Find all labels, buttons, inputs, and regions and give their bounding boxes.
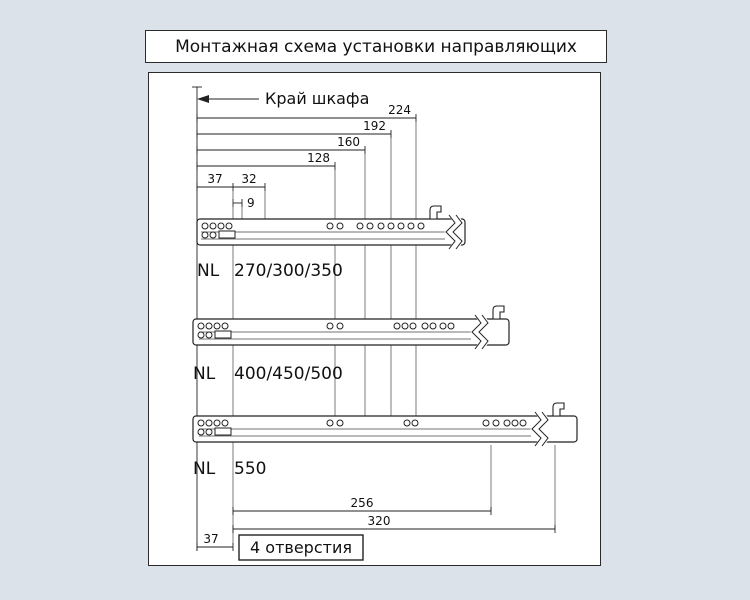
slide-1-holes: [201, 222, 425, 239]
slide-2-break: [470, 312, 491, 352]
dim-37-top-label: 37: [207, 172, 222, 186]
dim-32-label: 32: [241, 172, 256, 186]
projection-lines: [232, 122, 556, 545]
slide-3-break: [530, 409, 551, 449]
diagram-panel: Край шкафа 224 192 160: [148, 72, 601, 566]
dim-160-label: 160: [337, 135, 360, 149]
drawer-slide-3: NL 550: [192, 402, 578, 479]
cabinet-edge-callout: Край шкафа: [197, 89, 369, 108]
bottom-dimensions: 256 320 37: [196, 496, 556, 551]
page-title: Монтажная схема установки направляющих: [175, 36, 577, 57]
drawer-slide-2: NL 400/450/500: [192, 305, 510, 384]
drawer-slide-1: NL 270/300/350: [196, 205, 466, 281]
slide-3-label-sizes: 550: [234, 459, 266, 479]
holes-count-callout: 4 отверстия: [238, 534, 364, 561]
dim-320-label: 320: [368, 514, 391, 528]
slide-1-label-prefix: NL: [197, 261, 220, 281]
left-arrow-icon: [197, 95, 209, 103]
dim-192-label: 192: [363, 119, 386, 133]
slide-3-holes: [197, 419, 527, 436]
holes-count-box: [238, 534, 364, 561]
dim-224-label: 224: [388, 103, 411, 117]
top-dimensions: 224 192 160 128: [196, 103, 417, 210]
slide-3-label-prefix: NL: [193, 459, 216, 479]
slide-3-rear-hook: [552, 402, 565, 417]
dim-37-bottom-label: 37: [203, 532, 218, 546]
slide-2-holes: [197, 322, 455, 339]
holes-count-label: 4 отверстия: [250, 538, 352, 557]
slide-3-latch: [214, 427, 232, 436]
slide-1-rear-hook: [429, 205, 442, 220]
slide-1-label-sizes: 270/300/350: [234, 261, 343, 281]
slide-2-label-sizes: 400/450/500: [234, 364, 343, 384]
dim-256-label: 256: [351, 496, 374, 510]
title-panel: Монтажная схема установки направляющих: [145, 30, 607, 63]
slide-2-latch: [214, 330, 232, 339]
slide-1-latch: [218, 230, 236, 239]
dim-128-label: 128: [307, 151, 330, 165]
diagram-svg: Край шкафа 224 192 160: [192, 86, 578, 561]
slide-2-label-prefix: NL: [193, 364, 216, 384]
slide-1-break: [444, 212, 465, 252]
dim-9-label: 9: [247, 196, 255, 210]
slide-2-rear-hook: [492, 305, 505, 320]
cabinet-edge-label: Край шкафа: [265, 89, 369, 108]
